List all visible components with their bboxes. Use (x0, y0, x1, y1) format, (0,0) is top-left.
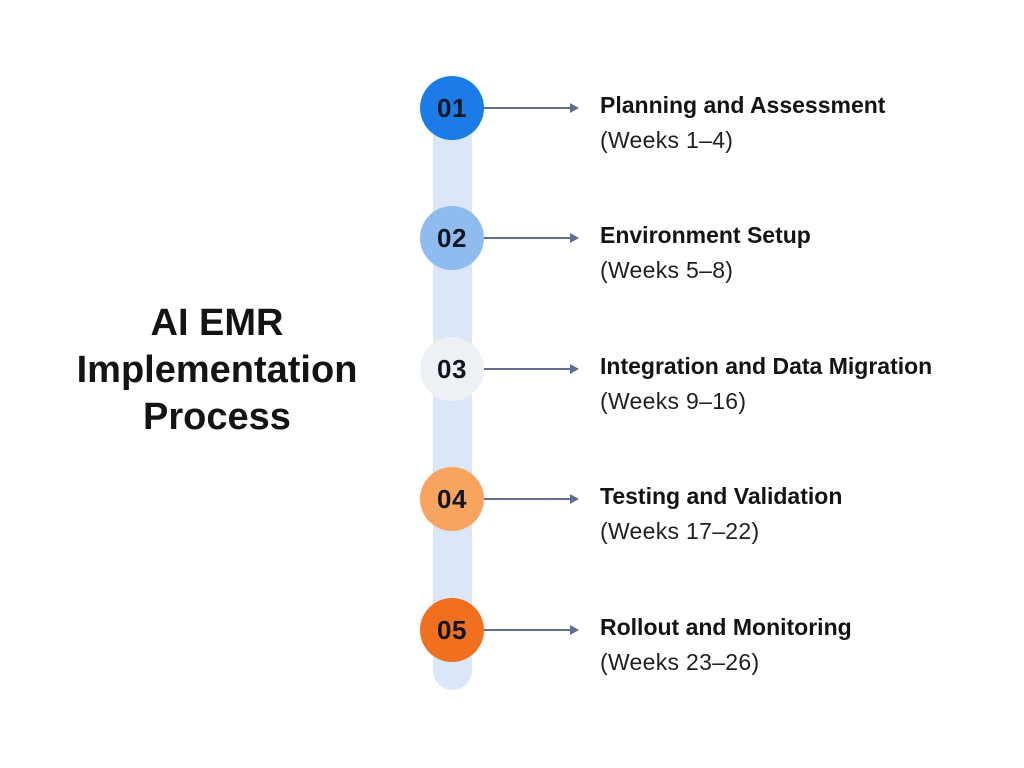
step-title: Planning and Assessment (600, 92, 886, 118)
step-title: Integration and Data Migration (600, 353, 933, 379)
step-number: 05 (437, 614, 467, 645)
step-title: Rollout and Monitoring (600, 614, 852, 640)
step-weeks: (Weeks 23–26) (600, 649, 760, 675)
timeline-step-4: 04 Testing and Validation (Weeks 17–22) (0, 467, 1024, 544)
timeline-step-1: 01 Planning and Assessment (Weeks 1–4) (0, 76, 1024, 153)
arrow-connector (484, 103, 579, 113)
step-label: Testing and Validation (Weeks 17–22) (600, 479, 842, 549)
step-number: 01 (437, 92, 467, 123)
arrow-head-icon (570, 364, 579, 374)
arrow-head-icon (570, 625, 579, 635)
arrow-connector (484, 364, 579, 374)
arrow-connector (484, 233, 579, 243)
page-title: AI EMR Implementation Process (76, 302, 358, 438)
arrow-head-icon (570, 233, 579, 243)
arrow-connector (484, 494, 579, 504)
step-weeks: (Weeks 9–16) (600, 388, 747, 414)
step-label: Planning and Assessment (Weeks 1–4) (600, 88, 885, 158)
timeline-step-5: 05 Rollout and Monitoring (Weeks 23–26) (0, 598, 1024, 675)
timeline-step-3: 03 Integration and Data Migration (Weeks… (0, 337, 1024, 414)
arrow-head-icon (570, 103, 579, 113)
step-label: Rollout and Monitoring (Weeks 23–26) (600, 610, 852, 680)
step-number-badge: 02 (420, 206, 484, 270)
step-title: Testing and Validation (600, 483, 843, 509)
timeline-step-2: 02 Environment Setup (Weeks 5–8) (0, 206, 1024, 283)
step-weeks: (Weeks 1–4) (600, 127, 734, 153)
step-weeks: (Weeks 5–8) (600, 257, 734, 283)
step-number-badge: 01 (420, 76, 484, 140)
step-label: Environment Setup (Weeks 5–8) (600, 218, 811, 288)
step-number: 03 (437, 353, 467, 384)
arrow-connector (484, 625, 579, 635)
step-label: Integration and Data Migration (Weeks 9–… (600, 349, 932, 419)
step-weeks: (Weeks 17–22) (600, 518, 760, 544)
step-number-badge: 03 (420, 337, 484, 401)
step-number-badge: 04 (420, 467, 484, 531)
arrow-head-icon (570, 494, 579, 504)
step-number: 04 (437, 483, 467, 514)
step-number: 02 (437, 222, 467, 253)
step-title: Environment Setup (600, 222, 811, 248)
step-number-badge: 05 (420, 598, 484, 662)
